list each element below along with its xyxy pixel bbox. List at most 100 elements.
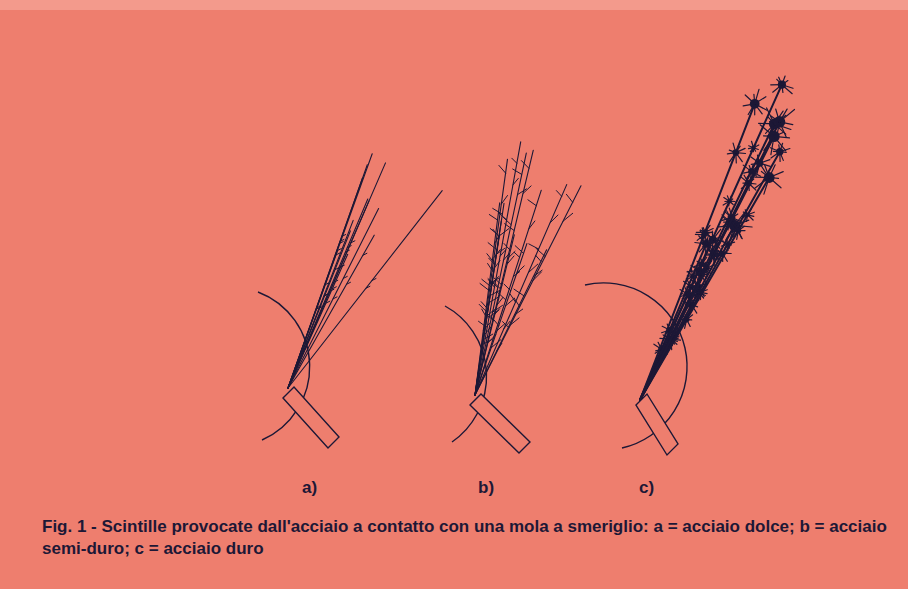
spark-burst-ray [771, 152, 780, 158]
spark-burst-ray [711, 255, 714, 259]
spark-line [475, 150, 533, 395]
spark-fork [493, 305, 503, 312]
spark-burst-ray [755, 104, 763, 114]
spark-tick [340, 265, 344, 267]
spark-burst-ray [755, 177, 769, 179]
spark-tick [332, 287, 336, 289]
spark-fork [566, 194, 572, 202]
panel-letter: a) [302, 478, 317, 498]
spark-burst-ray [780, 110, 795, 122]
spark-burst-ray [687, 320, 691, 327]
spark-line [475, 159, 508, 395]
workpiece-c [636, 394, 678, 455]
spark-fork [482, 279, 492, 287]
spark-fork [499, 165, 506, 173]
spark-burst-ray [755, 97, 766, 104]
spark-fork [504, 284, 511, 291]
spark-burst-ray [769, 178, 781, 188]
spark-burst-ray [733, 143, 736, 153]
spark-line [475, 234, 500, 395]
spark-tick [363, 253, 367, 255]
spark-burst-ray [705, 229, 713, 233]
spark-burst-ray [742, 215, 747, 217]
spark-streaks [288, 76, 795, 400]
spark-burst-ray [736, 148, 745, 152]
spark-burst-ray [779, 77, 782, 85]
spark-tick [335, 268, 339, 270]
spark-burst-ray [769, 172, 783, 178]
spark-burst-ray [714, 255, 716, 260]
spark-fork [497, 343, 502, 350]
spark-fork [514, 289, 524, 296]
spark-line [640, 178, 769, 401]
spark-fork [488, 243, 497, 250]
spark-fork [492, 317, 499, 325]
spark-burst-ray [774, 136, 790, 138]
spark-fork [515, 246, 523, 254]
spark-burst-ray [774, 136, 786, 151]
spark-fork [491, 340, 501, 348]
spark-fork [563, 213, 573, 221]
spark-burst-ray [745, 210, 747, 215]
spark-line [640, 124, 774, 400]
spark-burst-ray [721, 244, 727, 246]
spark-burst-ray [681, 293, 690, 297]
spark-fork [479, 321, 486, 326]
spark-fork [494, 261, 500, 269]
spark-fork [503, 322, 509, 328]
spark-fork [501, 196, 507, 205]
spark-burst-ray [722, 241, 727, 244]
spark-tick [324, 294, 328, 296]
spark-line [475, 142, 521, 395]
spark-line [475, 244, 527, 395]
spark-fork [497, 297, 503, 305]
spark-tick [333, 297, 337, 299]
spark-burst-ray [689, 291, 690, 297]
spark-burst-ray [692, 275, 701, 276]
spark-burst-ray [748, 215, 754, 220]
spark-tick [366, 286, 370, 288]
spark-line [288, 209, 379, 389]
spark-burst-ray [774, 133, 783, 137]
spark-fork [523, 186, 531, 194]
spark-line [475, 235, 514, 395]
spark-burst-ray [711, 249, 714, 256]
spark-fork [536, 255, 541, 261]
spark-line [475, 190, 541, 395]
spark-burst-ray [745, 95, 755, 104]
spark-burst-ray [742, 215, 748, 219]
spark-fork [514, 309, 522, 315]
spark-burst-ray [727, 153, 735, 154]
spark-burst-ray [705, 262, 707, 268]
spark-burst-ray [686, 287, 691, 294]
spark-line [640, 85, 782, 400]
spark-fork [529, 221, 535, 229]
panel-letter: b) [478, 478, 494, 498]
spark-burst-ray [730, 201, 734, 204]
spark-burst-ray [736, 153, 743, 162]
spark-fork [517, 266, 525, 273]
figure-caption: Fig. 1 - Scintille provocate dall'acciai… [42, 516, 892, 560]
spark-fork [490, 291, 500, 296]
spark-burst-ray [772, 127, 774, 137]
spark-line [288, 191, 442, 388]
spark-fork [513, 169, 522, 174]
spark-burst-ray [780, 122, 787, 137]
spark-burst-ray [748, 212, 755, 215]
spark-burst-ray [707, 265, 713, 268]
spark-burst-ray [748, 104, 755, 115]
spark-burst-ray [682, 297, 690, 299]
spark-burst-ray [760, 125, 774, 137]
spark-fork [512, 158, 517, 163]
page-strip [0, 0, 908, 10]
spark-burst-ray [752, 141, 754, 147]
spark-fork [483, 339, 493, 344]
spark-burst-ray [723, 201, 729, 205]
spark-burst-ray [764, 136, 774, 150]
spark-burst-ray [744, 171, 752, 173]
spark-line [288, 235, 374, 388]
spark-burst-ray [735, 224, 739, 230]
spark-line [475, 153, 526, 395]
spark-line [640, 136, 774, 400]
